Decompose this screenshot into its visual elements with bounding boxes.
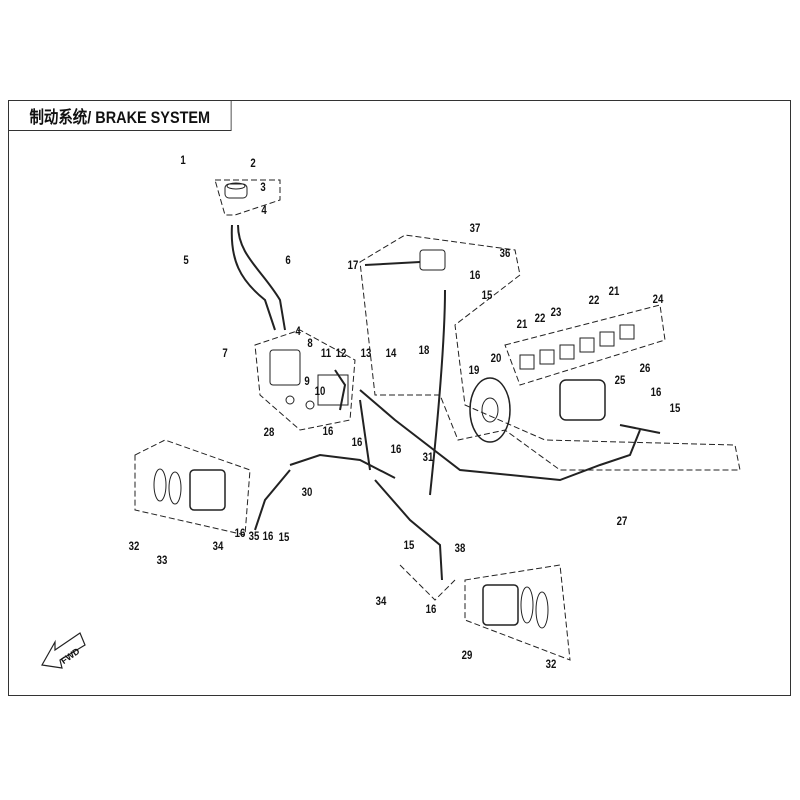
callout: 37 bbox=[469, 221, 481, 235]
callout: 36 bbox=[499, 246, 511, 260]
callout: 34 bbox=[212, 539, 224, 553]
callout: 13 bbox=[360, 346, 372, 360]
callout: 14 bbox=[385, 346, 397, 360]
brake-pedal-assembly bbox=[269, 349, 349, 411]
callout: 6 bbox=[285, 253, 291, 267]
diagram-frame bbox=[8, 100, 791, 696]
callout: 16 bbox=[234, 526, 246, 540]
callout: 32 bbox=[545, 657, 557, 671]
callout: 38 bbox=[454, 541, 466, 555]
callout: 32 bbox=[128, 539, 140, 553]
callout: 28 bbox=[263, 425, 275, 439]
callout: 15 bbox=[481, 288, 493, 302]
callout: 21 bbox=[516, 317, 528, 331]
callout: 16 bbox=[322, 424, 334, 438]
callout: 24 bbox=[652, 292, 664, 306]
callout: 5 bbox=[183, 253, 189, 267]
callout: 16 bbox=[425, 602, 437, 616]
pedal-outline bbox=[254, 329, 356, 431]
callout: 17 bbox=[347, 258, 359, 272]
front-left-caliper bbox=[153, 468, 226, 511]
callout: 22 bbox=[588, 293, 600, 307]
front-right-caliper-outline bbox=[464, 564, 571, 661]
callout: 8 bbox=[307, 336, 313, 350]
front-left-caliper-outline bbox=[134, 439, 251, 536]
rear-caliper bbox=[559, 379, 661, 434]
callout: 20 bbox=[490, 351, 502, 365]
callout: 15 bbox=[278, 530, 290, 544]
callout: 26 bbox=[639, 361, 651, 375]
brake-pads bbox=[519, 324, 635, 370]
callout: 16 bbox=[351, 435, 363, 449]
callout: 19 bbox=[468, 363, 480, 377]
brake-disc bbox=[469, 377, 511, 443]
callout: 34 bbox=[375, 594, 387, 608]
callout: 16 bbox=[469, 268, 481, 282]
reservoir bbox=[224, 182, 286, 331]
callout: 9 bbox=[304, 374, 310, 388]
callout: 15 bbox=[669, 401, 681, 415]
fwd-arrow-icon bbox=[41, 632, 86, 669]
callout: 27 bbox=[616, 514, 628, 528]
callout: 2 bbox=[250, 156, 256, 170]
front-right-caliper bbox=[482, 584, 549, 629]
callout: 7 bbox=[222, 346, 228, 360]
callout: 33 bbox=[156, 553, 168, 567]
callout: 4 bbox=[261, 203, 267, 217]
callout: 10 bbox=[314, 384, 326, 398]
callout: 1 bbox=[180, 153, 186, 167]
callout: 35 bbox=[248, 529, 260, 543]
brake-lines bbox=[254, 389, 641, 581]
callout: 21 bbox=[608, 284, 620, 298]
callout: 16 bbox=[650, 385, 662, 399]
callout: 15 bbox=[403, 538, 415, 552]
callout: 22 bbox=[534, 311, 546, 325]
callout: 30 bbox=[301, 485, 313, 499]
callout: 4 bbox=[295, 324, 301, 338]
group-outlines bbox=[134, 179, 741, 661]
handlebar-master-cylinder bbox=[364, 249, 446, 496]
callout: 11 bbox=[320, 346, 332, 360]
reservoir-outline bbox=[214, 179, 281, 216]
callout: 29 bbox=[461, 648, 473, 662]
page-title: 制动系统/ BRAKE SYSTEM bbox=[8, 100, 232, 131]
callout: 3 bbox=[260, 180, 266, 194]
callout: 25 bbox=[614, 373, 626, 387]
callout: 18 bbox=[418, 343, 430, 357]
callout: 16 bbox=[390, 442, 402, 456]
master-cylinder-outline bbox=[359, 234, 741, 471]
callout: 12 bbox=[335, 346, 347, 360]
callout: 16 bbox=[262, 529, 274, 543]
title-text: 制动系统/ BRAKE SYSTEM bbox=[29, 108, 211, 127]
callout: 31 bbox=[422, 450, 434, 464]
pads-outline bbox=[504, 304, 666, 386]
callout: 23 bbox=[550, 305, 562, 319]
